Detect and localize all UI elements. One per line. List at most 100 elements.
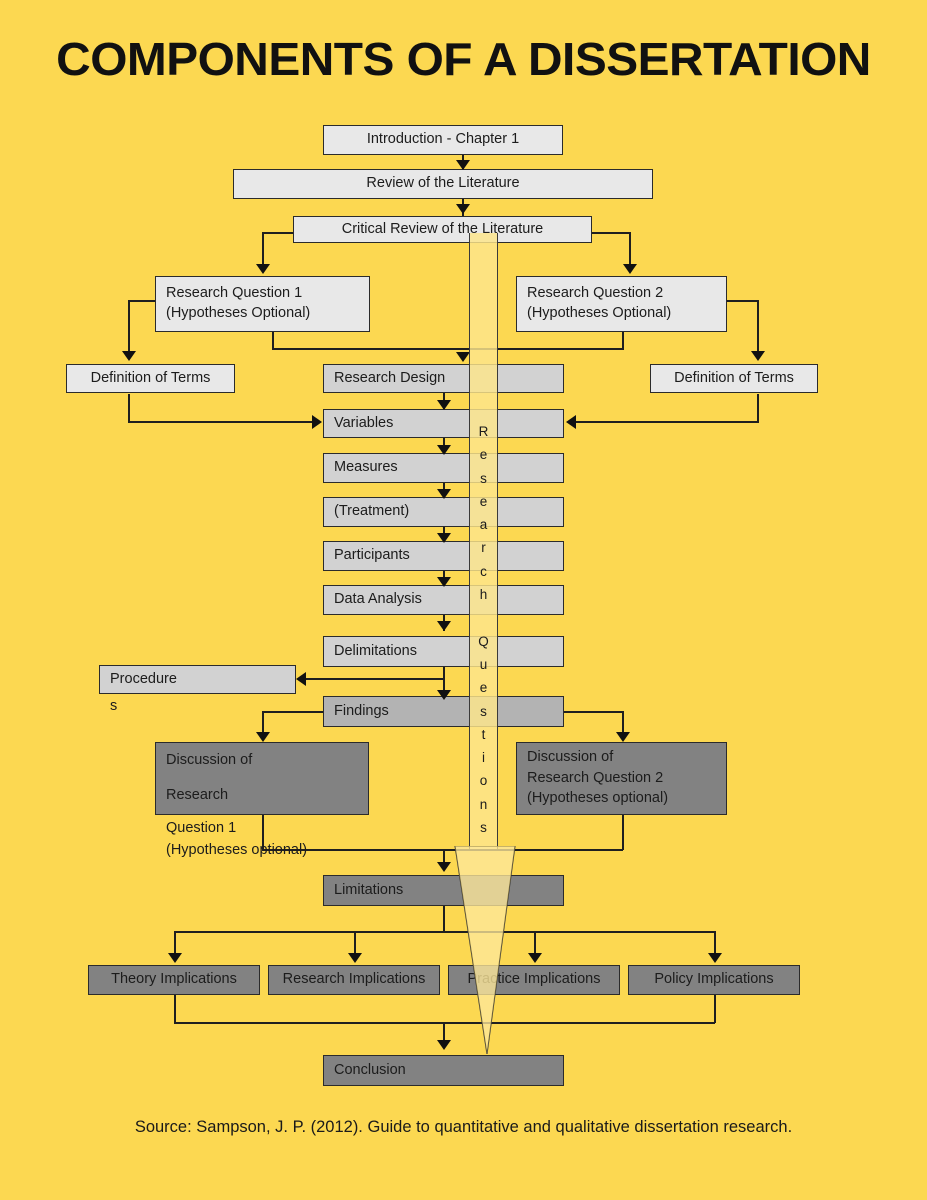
arrow-to-policy-implications	[708, 953, 722, 963]
node-participants[interactable]: Participants	[323, 541, 564, 571]
node-definition-of-terms-right[interactable]: Definition of Terms	[650, 364, 818, 393]
arrow-to-research-implications	[348, 953, 362, 963]
node-research-design[interactable]: Research Design	[323, 364, 564, 393]
connector-to-limitations	[443, 849, 445, 869]
connector-rq1-down	[272, 332, 274, 350]
connector-to-conclusion	[443, 1022, 445, 1046]
arrow-to-conclusion	[437, 1040, 451, 1050]
source-citation: Source: Sampson, J. P. (2012). Guide to …	[134, 1118, 793, 1136]
connector-implications-bus	[174, 931, 715, 933]
connector-rq1-to-dot-v	[128, 300, 130, 355]
node-practice-implications-label: Practice Implications	[467, 971, 601, 988]
node-procedures-label: Procedure	[110, 670, 177, 687]
arrow-to-theory-implications	[168, 953, 182, 963]
node-critical-review-label: Critical Review of the Literature	[341, 220, 544, 237]
node-research-question-1[interactable]: Research Question 1 (Hypotheses Optional…	[155, 276, 370, 332]
connector-dotleft-down	[128, 394, 130, 422]
node-measures[interactable]: Measures	[323, 453, 564, 483]
arrow-dotleft-to-variables	[312, 415, 322, 429]
connector-disc2-across	[443, 849, 623, 851]
node-review-of-literature-label: Review of the Literature	[366, 175, 520, 192]
connector-findings-left-h	[262, 711, 324, 713]
arrow-variables-measures	[437, 445, 451, 455]
node-discussion-rq1-overflow: Question 1 (Hypotheses optional)	[166, 818, 307, 862]
arrow-design-variables	[437, 400, 451, 410]
node-discussion-rq1-overflow-line1: Question 1	[166, 820, 237, 836]
node-limitations-label: Limitations	[334, 881, 404, 898]
node-review-of-literature[interactable]: Review of the Literature	[233, 169, 653, 199]
node-rq1-line2: (Hypotheses Optional)	[166, 305, 311, 321]
connector-critical-right-v	[629, 232, 631, 268]
node-discussion-rq1-line2: Research	[166, 787, 229, 804]
arrow-to-practice-implications	[528, 953, 542, 963]
node-introduction[interactable]: Introduction - Chapter 1	[323, 125, 563, 155]
arrow-participants-analysis	[437, 577, 451, 587]
node-definition-of-terms-left[interactable]: Definition of Terms	[66, 364, 235, 393]
node-critical-review[interactable]: Critical Review of the Literature	[293, 216, 592, 243]
node-treatment[interactable]: (Treatment)	[323, 497, 564, 527]
node-discussion-rq1-line1: Discussion of	[166, 752, 253, 768]
connector-delim-to-procedures	[306, 678, 444, 680]
node-variables-label: Variables	[334, 414, 394, 431]
node-discussion-rq1[interactable]: Discussion of Research	[155, 742, 369, 815]
arrow-analysis-delimitations	[437, 621, 451, 631]
connector-dotleft-to-variables	[128, 421, 318, 423]
node-procedures[interactable]: Procedure	[99, 665, 296, 694]
connector-imp1-v	[174, 931, 176, 957]
connector-policy-down	[714, 995, 716, 1023]
connector-rq2-to-dot-v	[757, 300, 759, 355]
connector-rq2-across	[462, 348, 623, 350]
node-conclusion[interactable]: Conclusion	[323, 1055, 564, 1086]
node-conclusion-label: Conclusion	[334, 1061, 406, 1078]
node-definition-of-terms-right-label: Definition of Terms	[674, 369, 794, 386]
node-data-analysis-label: Data Analysis	[334, 591, 422, 608]
node-discussion-rq2-line1: Discussion of	[527, 749, 614, 766]
connector-dotright-down	[757, 394, 759, 422]
node-discussion-rq1-overflow-line2: (Hypotheses optional)	[166, 841, 308, 858]
arrow-rq2-to-dot	[751, 351, 765, 361]
connector-critical-right-h	[591, 232, 631, 234]
page-title: COMPONENTS OF A DISSERTATION	[56, 33, 871, 85]
node-policy-implications[interactable]: Policy Implications	[628, 965, 800, 995]
node-delimitations-label: Delimitations	[334, 642, 417, 659]
arrow-rq1-to-dot	[122, 351, 136, 361]
node-rq2-line2: (Hypotheses Optional)	[527, 305, 672, 321]
connector-theory-down	[174, 995, 176, 1023]
node-findings[interactable]: Findings	[323, 696, 564, 727]
node-discussion-rq2-line3: (Hypotheses optional)	[527, 790, 669, 807]
connector-critical-left-v	[262, 232, 264, 268]
connector-critical-left-h	[262, 232, 302, 234]
node-definition-of-terms-left-label: Definition of Terms	[90, 369, 211, 386]
node-rq1-line1: Research Question 1	[166, 285, 303, 302]
arrow-to-limitations	[437, 862, 451, 872]
connector-imp3-v	[534, 931, 536, 957]
arrow-review-to-critical	[456, 204, 470, 214]
connector-imp2-v	[354, 931, 356, 957]
node-discussion-rq2-line2: Research Question 2	[527, 769, 664, 786]
node-theory-implications[interactable]: Theory Implications	[88, 965, 260, 995]
node-research-question-2[interactable]: Research Question 2 (Hypotheses Optional…	[516, 276, 727, 332]
node-delimitations[interactable]: Delimitations	[323, 636, 564, 667]
connector-findings-left-v	[262, 711, 264, 736]
node-data-analysis[interactable]: Data Analysis	[323, 585, 564, 615]
connector-limitations-down	[443, 906, 445, 932]
connector-rq2-to-dot-h	[727, 300, 759, 302]
connector-disc2-down	[622, 815, 624, 850]
node-treatment-label: (Treatment)	[334, 503, 410, 520]
node-variables[interactable]: Variables	[323, 409, 564, 438]
node-limitations[interactable]: Limitations	[323, 875, 564, 906]
node-procedures-overflow: s	[110, 698, 118, 714]
research-questions-funnel	[454, 846, 516, 1054]
node-discussion-rq2[interactable]: Discussion of Research Question 2 (Hypot…	[516, 742, 727, 815]
connector-dotright-to-variables	[576, 421, 759, 423]
node-policy-implications-label: Policy Implications	[654, 971, 774, 988]
connector-imp4-v	[714, 931, 716, 957]
node-research-implications[interactable]: Research Implications	[268, 965, 440, 995]
node-participants-label: Participants	[334, 547, 410, 564]
connector-rq1-across	[272, 348, 462, 350]
connector-findings-right-h	[562, 711, 624, 713]
arrow-treatment-participants	[437, 533, 451, 543]
arrow-intro-to-review	[456, 160, 470, 170]
node-rq2-line1: Research Question 2	[527, 285, 664, 302]
research-questions-band-fill	[470, 233, 497, 849]
